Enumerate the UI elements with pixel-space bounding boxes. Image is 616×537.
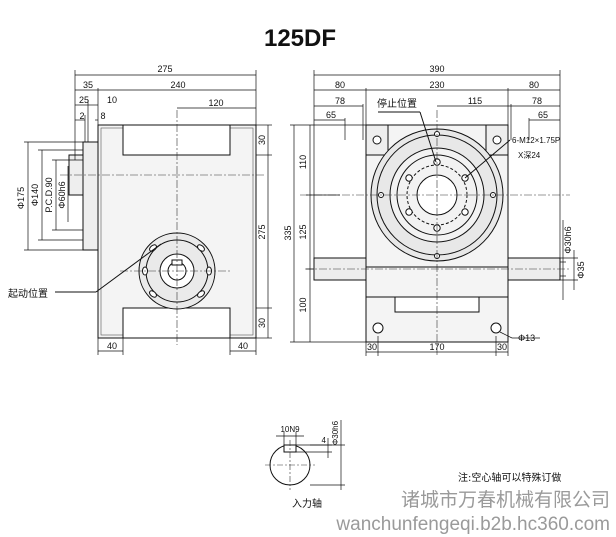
bolt-note-depth: X深24 bbox=[518, 151, 541, 160]
right-view bbox=[300, 110, 570, 355]
dim-230: 230 bbox=[429, 80, 444, 90]
dim-30-base-right: 30 bbox=[497, 342, 507, 352]
dim-80-right: 80 bbox=[529, 80, 539, 90]
dim-30-base-left: 30 bbox=[367, 342, 377, 352]
dim-120: 120 bbox=[208, 98, 223, 108]
dim-8: 8 bbox=[100, 111, 105, 121]
dim-4: 4 bbox=[322, 436, 327, 445]
dim-275-top: 275 bbox=[157, 64, 172, 74]
watermark-url: wanchunfengeqi.b2b.hc360.com bbox=[335, 514, 610, 535]
dim-10n9: 10N9 bbox=[280, 425, 300, 434]
left-dimension-lines bbox=[24, 70, 272, 355]
dim-shaft-phi30h6: Φ30h6 bbox=[331, 420, 340, 445]
drawing-title: 125DF bbox=[264, 25, 336, 52]
dim-phi175: Φ175 bbox=[16, 187, 26, 209]
mount-hole-left bbox=[372, 322, 384, 334]
dim-170: 170 bbox=[429, 342, 444, 352]
left-flange bbox=[82, 141, 99, 251]
dim-335: 335 bbox=[283, 225, 293, 240]
input-shaft-label: 入力轴 bbox=[292, 497, 322, 510]
dim-35: 35 bbox=[83, 80, 93, 90]
dim-30-bottom: 30 bbox=[257, 318, 267, 328]
dim-phi13: Φ13 bbox=[518, 333, 535, 343]
bolt-note-thread: 6-M12×1.75P bbox=[512, 136, 560, 145]
watermark-company: 诸城市万春机械有限公司 bbox=[401, 489, 610, 511]
dim-40-right: 40 bbox=[238, 341, 248, 351]
dim-2: 2 bbox=[79, 111, 84, 121]
dim-phi140: Φ140 bbox=[30, 184, 40, 206]
dim-25: 25 bbox=[79, 95, 89, 105]
dim-phi60h6: Φ60h6 bbox=[57, 181, 67, 208]
dim-phi30h6: Φ30h6 bbox=[563, 226, 573, 253]
dim-240: 240 bbox=[170, 80, 185, 90]
mount-hole-right bbox=[490, 322, 502, 334]
dim-100: 100 bbox=[298, 297, 308, 312]
dim-65-right: 65 bbox=[538, 110, 548, 120]
shaft-detail bbox=[265, 420, 345, 490]
dim-phi35: Φ35 bbox=[576, 261, 586, 278]
dim-78-left: 78 bbox=[335, 96, 345, 106]
dim-10: 10 bbox=[107, 95, 117, 105]
dim-275-side: 275 bbox=[257, 224, 267, 239]
hollow-shaft-note: 注:空心轴可以特殊订做 bbox=[458, 471, 561, 484]
dim-115: 115 bbox=[468, 96, 482, 106]
dim-40-left: 40 bbox=[107, 341, 117, 351]
start-position-label: 起动位置 bbox=[8, 287, 48, 300]
dim-390: 390 bbox=[429, 64, 444, 74]
dim-125: 125 bbox=[298, 224, 308, 239]
dim-pcd90: P.C.D.90 bbox=[44, 177, 54, 212]
right-dimension-lines bbox=[290, 70, 578, 356]
dim-30-top: 30 bbox=[257, 135, 267, 145]
dim-65-left: 65 bbox=[326, 110, 336, 120]
dim-78-right: 78 bbox=[532, 96, 542, 106]
stop-position-label: 停止位置 bbox=[377, 97, 417, 110]
dim-80-left: 80 bbox=[335, 80, 345, 90]
left-view bbox=[55, 110, 265, 345]
dim-110: 110 bbox=[298, 155, 308, 169]
